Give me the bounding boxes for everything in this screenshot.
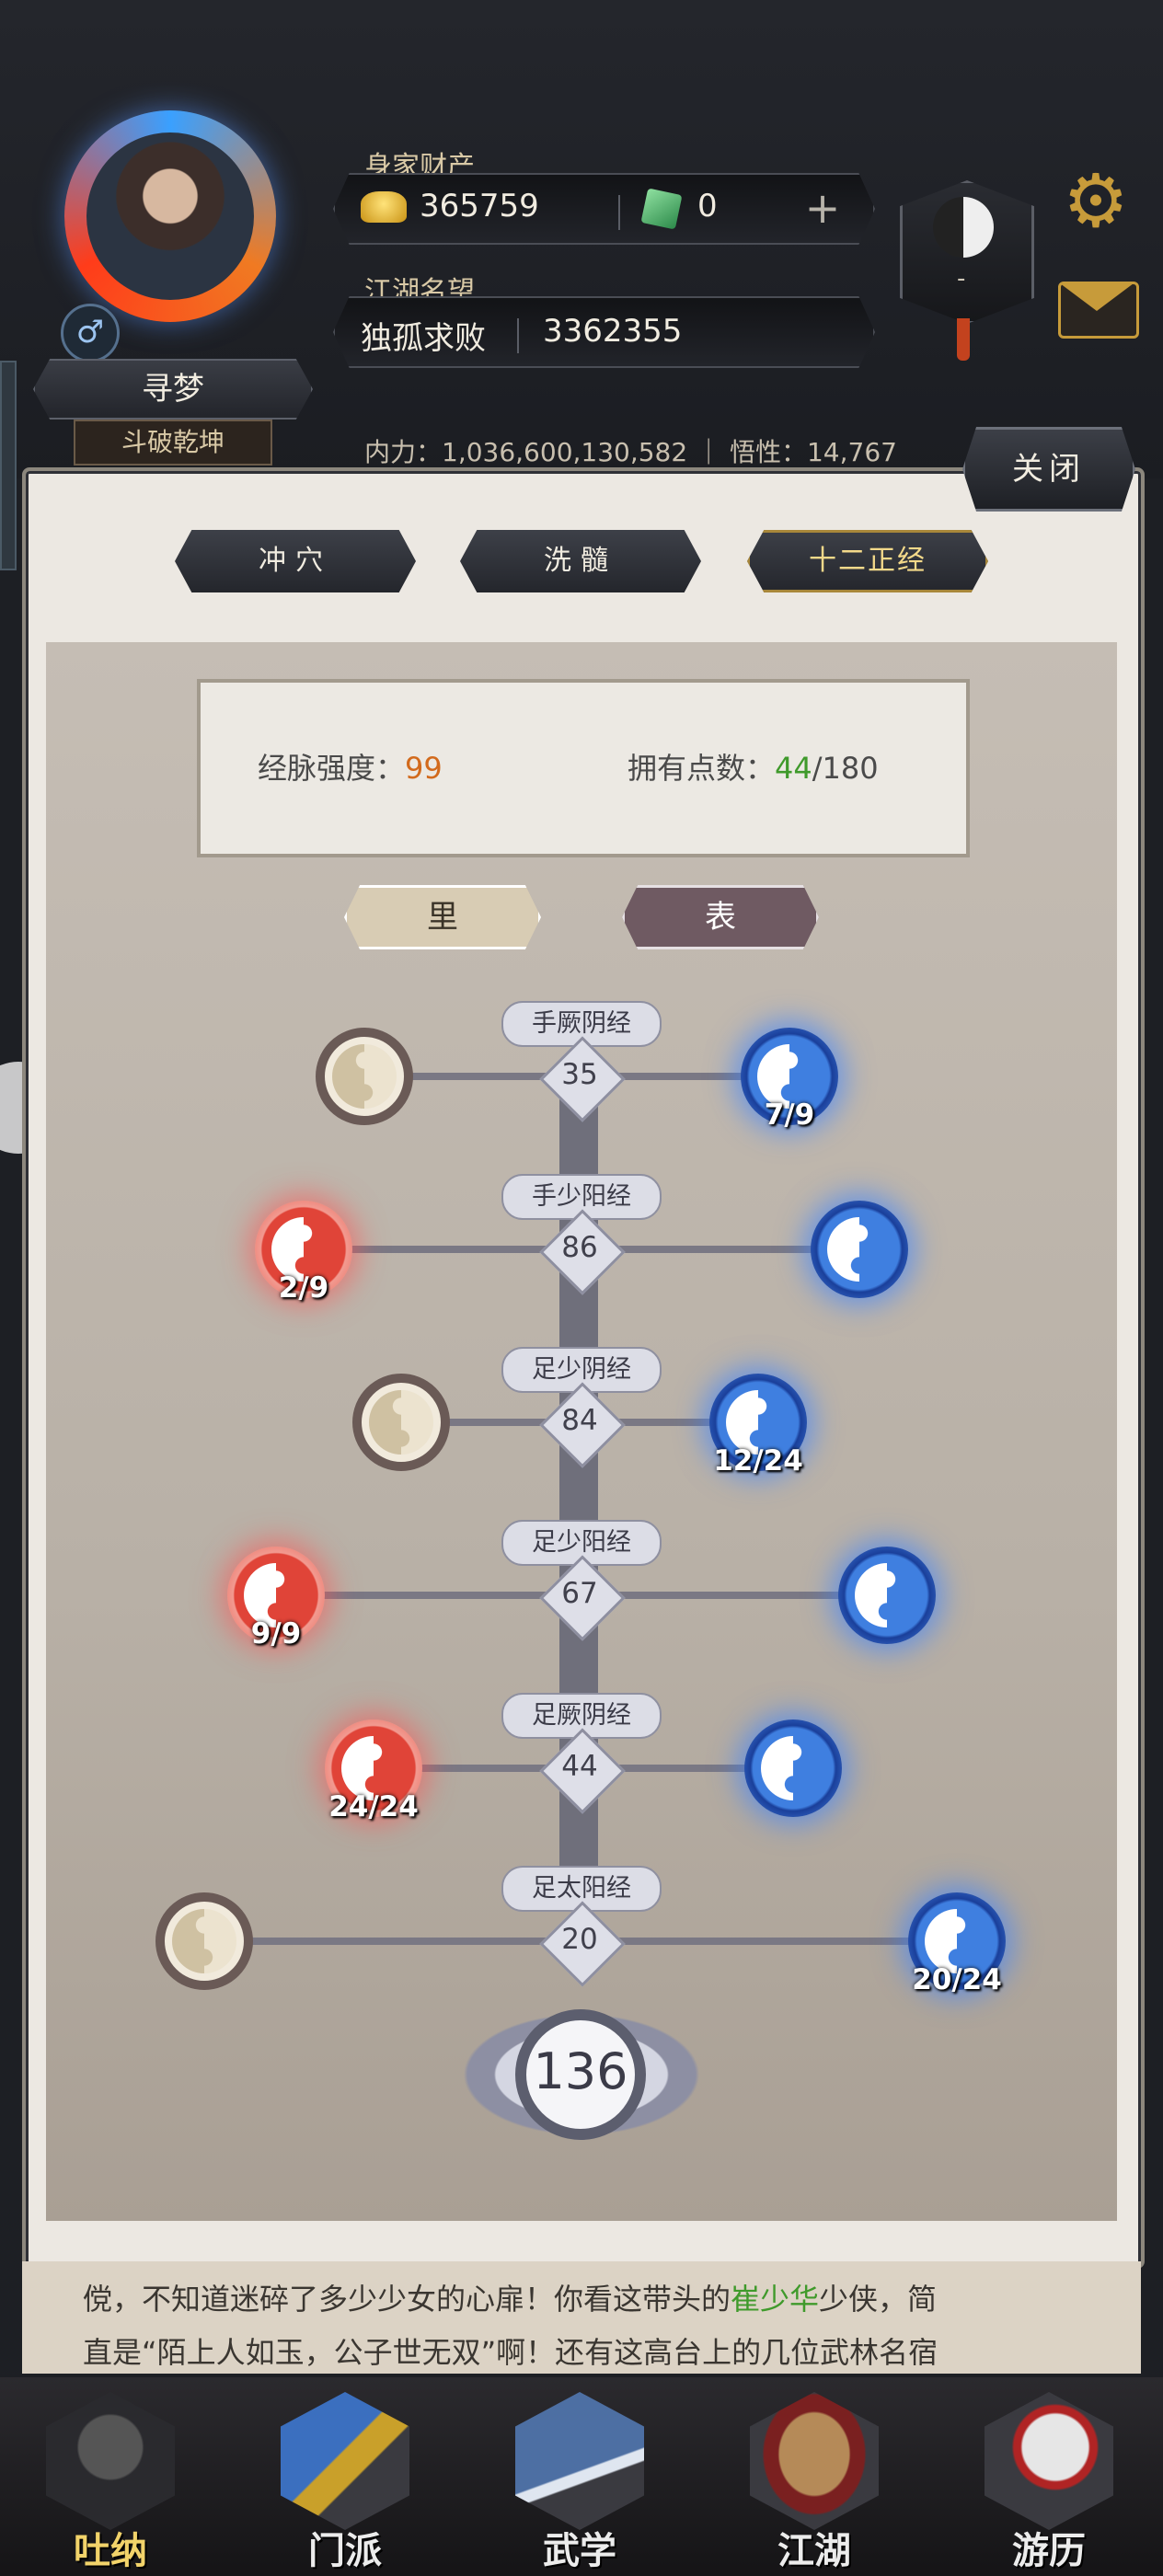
story-line-1: 傥，不知道迷碎了多少少女的心扉！你看这带头的崔少华少侠，简 [83,2272,1095,2326]
side-tab[interactable] [0,361,17,570]
tab-twelve-meridians[interactable]: 十二正经 [747,530,988,592]
gold-ingot-icon [361,191,407,223]
add-currency-button[interactable]: + [804,183,841,233]
acupoint-count: 2/9 [278,1271,329,1305]
acupoint-node-right[interactable] [811,1201,908,1298]
horse-icon [985,2392,1113,2530]
toggle-li-button[interactable]: 里 [344,885,541,949]
gender-male-icon: ♂ [61,304,120,362]
nav-youli[interactable]: 游历 [966,2392,1132,2572]
meridian-strength-value: 99 [405,751,443,786]
yin-yang-icon [271,1217,336,1282]
gold-value: 365759 [420,188,539,224]
points-total: /180 [812,751,879,786]
acupoint-node-right[interactable] [908,1892,1006,1990]
toggle-biao-button[interactable]: 表 [622,885,819,949]
fame-bar [333,296,875,368]
meridian-value: 20 [561,1923,598,1956]
meridian-value: 67 [561,1577,598,1610]
yin-yang-icon [761,1736,825,1800]
mail-flap [1060,283,1134,311]
jade-value: 0 [697,188,718,224]
acupoint-count: 7/9 [764,1098,815,1132]
taiji-badge-text: - [957,265,966,293]
yin-yang-icon [757,1044,822,1109]
taiji-icon [933,197,994,258]
yin-yang-icon [925,1909,989,1973]
wealth-bar [333,173,875,245]
acupoint-node-left[interactable] [316,1028,413,1125]
acupoint-node-right[interactable] [838,1547,936,1644]
scrolls-icon [515,2392,644,2530]
yin-yang-icon [855,1563,919,1627]
close-button[interactable]: 关闭 [962,427,1135,512]
acupoint-node-left[interactable] [352,1374,450,1471]
acupoint-count: 20/24 [912,1963,1002,1996]
story-line-1-text: 傥，不知道迷碎了多少少女的心扉！你看这带头的 [83,2282,731,2317]
nav-label: 门派 [308,2529,382,2572]
acupoint-node-left[interactable] [227,1547,325,1644]
nav-menpai[interactable]: 门派 [262,2392,428,2572]
meridian-value: 35 [561,1058,598,1091]
nav-label: 武学 [543,2529,616,2572]
divider [517,318,519,353]
acupoint-count: 24/24 [328,1790,419,1823]
yin-yang-icon [172,1909,236,1973]
player-name: 寻梦 [33,359,313,420]
points-owned: 拥有点数：44/180 [628,745,879,788]
fame-value: 3362355 [543,313,683,350]
yin-yang-icon [244,1563,308,1627]
jade-icon [640,188,683,230]
nav-tuna[interactable]: 吐纳 [28,2392,193,2572]
tassel-icon [957,318,970,361]
story-highlight-name: 崔少华 [731,2282,820,2317]
acupoint-count: 12/24 [713,1444,803,1478]
tab-chongxue[interactable]: 冲穴 [175,530,416,592]
tab-xisui[interactable]: 洗髓 [460,530,701,592]
divider [618,195,620,230]
story-background [22,2261,1141,2374]
meridian-value: 84 [561,1404,598,1437]
nav-label: 吐纳 [74,2529,147,2572]
acupoint-node-left[interactable] [155,1892,253,1990]
meridian-info-box [197,679,970,857]
stats-line: 内力：1,036,600,130,582 ｜ 悟性：14,767 [364,437,897,467]
yin-yang-icon [369,1390,433,1455]
meridian-name: 足厥阴经 [501,1693,662,1739]
meridian-strength: 经脉强度：99 [258,745,443,788]
acupoint-node-left[interactable] [255,1201,352,1298]
yin-yang-icon [341,1736,406,1800]
story-line-1-tail: 少侠，简 [819,2282,938,2317]
player-title: 斗破乾坤 [74,420,272,466]
total-circle [515,2009,646,2140]
meridian-value: 86 [561,1231,598,1264]
acupoint-node-right[interactable] [709,1374,807,1471]
nav-label: 游历 [1012,2529,1086,2572]
yin-yang-icon [726,1390,790,1455]
acupoint-count: 9/9 [250,1617,302,1650]
gear-icon[interactable]: ⚙ [1063,158,1129,244]
acupoint-node-right[interactable] [744,1719,842,1817]
straw-hat-icon [750,2392,879,2530]
yin-yang-icon [332,1044,397,1109]
sect-flags-icon [281,2392,409,2530]
story-text: 傥，不知道迷碎了多少少女的心扉！你看这带头的崔少华少侠，简 直是“陌上人如玉，公… [83,2272,1095,2379]
fame-title: 独孤求败 [361,320,486,357]
nav-wuxue[interactable]: 武学 [497,2392,662,2572]
meridian-value: 44 [561,1750,598,1783]
meditation-icon [46,2392,175,2530]
avatar[interactable] [86,132,254,300]
nav-label: 江湖 [777,2529,851,2572]
meridian-strength-label: 经脉强度： [258,751,406,786]
meridian-total-value: 136 [533,2042,628,2100]
yin-yang-icon [827,1217,892,1282]
points-label: 拥有点数： [628,751,776,786]
points-current: 44 [775,751,812,786]
acupoint-node-right[interactable] [741,1028,838,1125]
story-line-2: 直是“陌上人如玉，公子世无双”啊！还有这高台上的几位武林名宿 [83,2335,938,2370]
nav-jianghu[interactable]: 江湖 [731,2392,897,2572]
acupoint-node-left[interactable] [325,1719,422,1817]
